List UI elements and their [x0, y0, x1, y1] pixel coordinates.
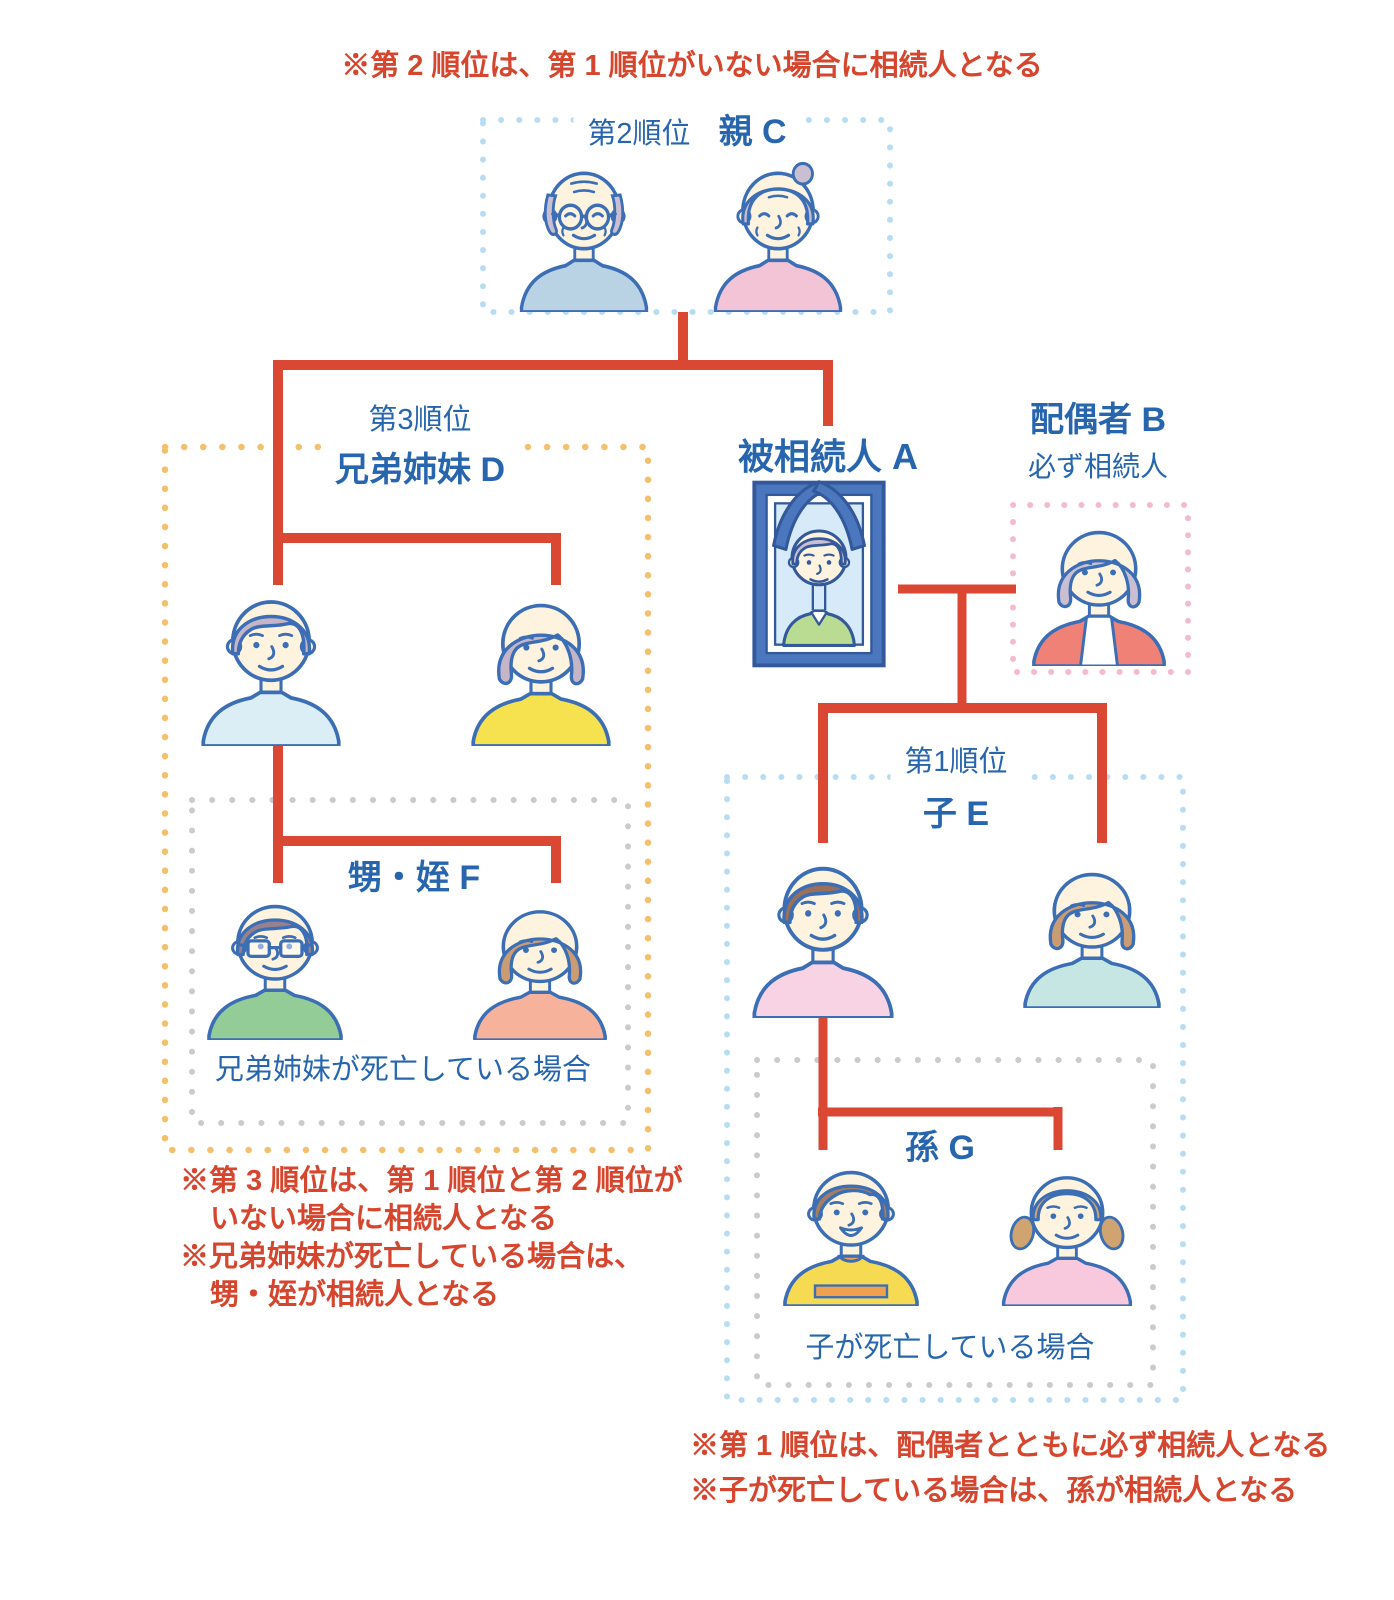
spouse-title: 配偶者 B 必ず相続人 [1028, 392, 1168, 485]
person-illustration [1001, 1176, 1133, 1306]
children-box-border [724, 774, 1186, 1403]
parents-name-label: 親 C [718, 113, 787, 151]
grandfather-c-icon [513, 154, 655, 312]
person-illustration [783, 1170, 919, 1306]
note-line: ※第 3 順位は、第 1 順位と第 2 順位が [180, 1165, 683, 1197]
nephew-f-icon [200, 888, 350, 1040]
nephew-caption: 兄弟姉妹が死亡している場合 [214, 1054, 592, 1086]
note-line: ※第 1 順位は、配偶者とともに必ず相続人となる [690, 1430, 1331, 1462]
children-title: 第1順位 子 E [890, 736, 1022, 837]
person-illustration [752, 866, 894, 1018]
spouse-b-icon [1025, 514, 1173, 666]
brother-d-icon [194, 582, 348, 746]
deceased-name-label: 被相続人 A [737, 436, 919, 477]
grandchildren-box-border [754, 1057, 1156, 1388]
spouse-name-label: 配偶者 B [1029, 401, 1166, 439]
grandmother-c-icon [707, 154, 849, 312]
note-line: いない場合に相続人となる [210, 1203, 558, 1235]
note-line: ※兄弟姉妹が死亡している場合は、 [180, 1241, 644, 1273]
person-illustration [207, 904, 343, 1040]
siblings-name-label: 兄弟姉妹 D [335, 451, 505, 489]
person-illustration [713, 161, 843, 312]
son-e-icon [745, 848, 901, 1018]
note-third-rank: ※第 3 順位は、第 1 順位と第 2 順位が いない場合に相続人となる ※兄弟… [180, 1162, 683, 1314]
daughter-e-icon [1016, 856, 1168, 1008]
children-rank-label: 第1順位 [904, 746, 1008, 778]
children-name-label: 子 E [922, 795, 990, 833]
family-tree-lines [273, 312, 1107, 1150]
granddaughter-g-icon [995, 1160, 1139, 1306]
grandchildren-caption: 子が死亡している場合 [805, 1332, 1095, 1364]
memorial-portrait-illustration [752, 480, 886, 668]
person-illustration [1032, 530, 1166, 666]
sister-d-icon [464, 586, 618, 746]
parents-title: 第2順位 親 C [573, 102, 801, 155]
person-illustration [1023, 872, 1161, 1008]
person-illustration [519, 171, 649, 312]
nephew-name-label: 甥・姪 F [337, 848, 491, 901]
parents-box-border [480, 117, 893, 315]
person-illustration [473, 910, 607, 1040]
grandchildren-name-label: 孫 G [895, 1118, 985, 1171]
grandson-g-icon [776, 1154, 926, 1306]
siblings-rank-label: 第3順位 [368, 404, 472, 436]
note-first-rank: ※第 1 順位は、配偶者とともに必ず相続人となる ※子が死亡している場合は、孫が… [690, 1424, 1330, 1514]
note-second-rank: ※第 2 順位は、第 1 順位がいない場合に相続人となる [341, 50, 1043, 82]
siblings-title: 第3順位 兄弟姉妹 D [321, 394, 519, 493]
parents-rank-label: 第2順位 [587, 118, 691, 150]
person-illustration [471, 603, 611, 746]
note-line: ※子が死亡している場合は、孫が相続人となる [690, 1475, 1298, 1507]
person-illustration [201, 600, 341, 746]
note-line: 甥・姪が相続人となる [210, 1279, 500, 1311]
niece-f-icon [466, 894, 614, 1040]
spouse-sub-label: 必ず相続人 [1027, 451, 1169, 482]
deceased-a-portrait-icon [742, 478, 896, 670]
